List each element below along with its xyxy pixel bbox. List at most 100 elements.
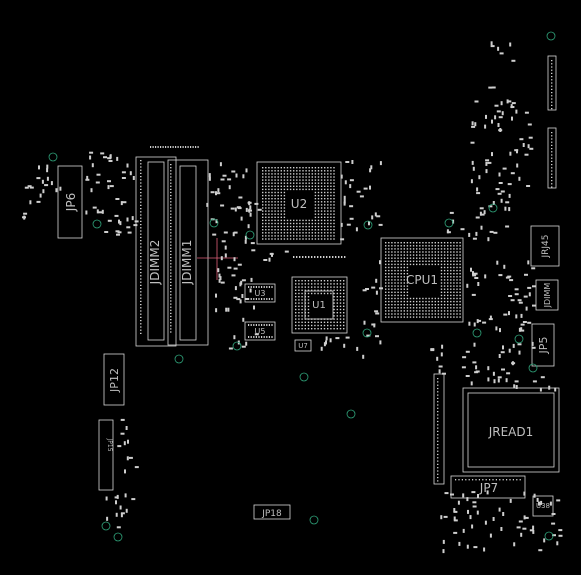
pad [388, 266, 390, 269]
pad [431, 260, 433, 262]
pad [262, 173, 264, 175]
pad [274, 229, 276, 231]
pad [406, 279, 409, 281]
pad [447, 304, 449, 306]
pad [92, 206, 97, 209]
pad [286, 170, 289, 172]
connector-jread1[interactable]: JREAD1 [462, 387, 560, 473]
chip-u38[interactable]: U38 [532, 495, 554, 517]
pad [497, 376, 502, 379]
pad [314, 318, 316, 320]
pad [327, 194, 329, 197]
chip-u3[interactable]: U3 [244, 283, 276, 303]
chip-cpu1[interactable]: CPU1 [380, 237, 464, 323]
connector-jp6[interactable]: JP6 [57, 165, 83, 239]
via [209, 218, 219, 228]
pad [442, 372, 446, 375]
pad [280, 176, 282, 178]
chip-u1[interactable]: U1 [291, 276, 348, 334]
pad [320, 225, 323, 228]
pad [175, 146, 177, 148]
pad [327, 170, 329, 172]
pad [311, 179, 313, 181]
chip-u7[interactable]: U7 [294, 339, 312, 352]
pad [412, 307, 415, 309]
connector-jp5-right[interactable]: JP5 [531, 323, 555, 367]
pad [394, 304, 396, 306]
pad [416, 245, 418, 247]
pad [412, 304, 415, 306]
connector-jp15[interactable]: JP15 [98, 419, 114, 491]
pad [520, 323, 525, 326]
pad [218, 273, 221, 278]
pad [117, 445, 122, 448]
pad [317, 167, 320, 169]
pad [274, 213, 276, 215]
pad [262, 194, 264, 197]
pad [479, 211, 482, 216]
pad [403, 310, 405, 312]
pad [539, 387, 542, 392]
pad [447, 251, 449, 253]
pad [446, 231, 451, 234]
pad [170, 325, 172, 327]
pad [503, 313, 508, 316]
pad [434, 313, 436, 315]
connector-jp18[interactable]: JP18 [253, 504, 291, 520]
via [363, 220, 373, 230]
pad [251, 249, 256, 252]
pad [456, 310, 458, 312]
connector-jp12[interactable]: JP12 [103, 353, 125, 406]
pad [499, 128, 502, 132]
pad [302, 176, 304, 178]
connector-jrj45[interactable]: JRJ45 [530, 225, 560, 267]
dimm-slot-jdimm1[interactable]: JDIMM1 [167, 159, 209, 346]
pad [403, 316, 405, 318]
pad [289, 179, 292, 181]
connector-jdimm[interactable]: JDIMM [535, 279, 559, 311]
pad [406, 242, 409, 244]
pad [286, 176, 289, 178]
pad [351, 160, 354, 164]
pad [440, 307, 443, 309]
connector-jp7[interactable]: JP7 [450, 475, 526, 499]
pad [409, 307, 412, 309]
pad [302, 238, 304, 240]
pad [293, 256, 295, 258]
pad [36, 200, 41, 203]
pad [274, 188, 276, 191]
pad [333, 219, 335, 222]
pad [266, 336, 268, 338]
pad [305, 235, 307, 237]
pad [491, 119, 493, 124]
pad [304, 283, 306, 285]
pad [440, 313, 443, 315]
label-u38: U38 [536, 502, 550, 510]
pad [140, 176, 142, 178]
pad [314, 213, 317, 215]
pad [265, 173, 267, 175]
pad [268, 198, 270, 200]
dimm-slot-jdimm2[interactable]: JDIMM2 [135, 156, 177, 347]
pad [305, 225, 307, 228]
pad [107, 157, 112, 160]
pad [385, 251, 387, 253]
pad [551, 167, 553, 169]
pad [450, 269, 452, 272]
pad [170, 173, 172, 175]
pad [324, 232, 326, 234]
pad [308, 176, 310, 178]
pad [301, 318, 303, 320]
chip-u5[interactable]: U5 [244, 321, 276, 341]
pad [296, 176, 298, 178]
pad [511, 362, 516, 365]
pad [400, 307, 402, 309]
pad [262, 213, 264, 215]
pad [497, 123, 500, 127]
pad [400, 251, 402, 253]
pad [311, 219, 313, 222]
pad [121, 177, 126, 179]
pad [320, 173, 323, 175]
pad [170, 278, 172, 280]
pad [440, 279, 443, 281]
